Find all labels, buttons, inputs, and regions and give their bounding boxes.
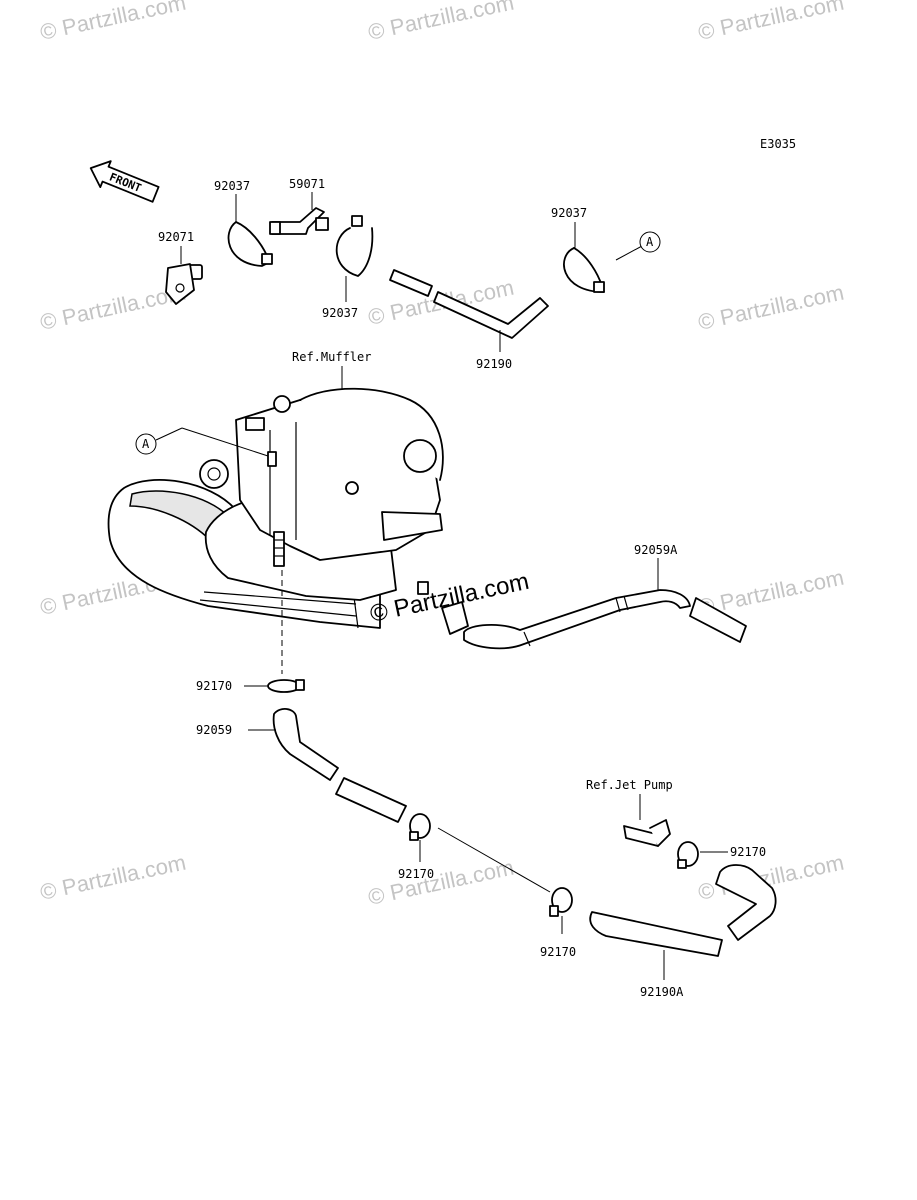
label-92170-mid: 92170 <box>398 867 434 881</box>
part-92037-clamp-mid[interactable] <box>335 215 374 302</box>
label-92190a: 92190A <box>640 985 684 999</box>
callout-a-muffler: A <box>135 427 269 457</box>
part-92037-clamp-right[interactable] <box>563 222 605 293</box>
watermark-text: © Partzilla.com <box>38 850 188 905</box>
label-92037-mid: 92037 <box>322 306 358 320</box>
part-59071-fitting[interactable] <box>269 192 329 235</box>
label-92037-left: 92037 <box>214 179 250 193</box>
callout-a-top: A <box>615 231 661 261</box>
watermark-text: © Partzilla.com <box>38 0 188 45</box>
label-92059a: 92059A <box>634 543 678 557</box>
part-92190a-hose[interactable] <box>589 864 777 980</box>
part-92190-hose[interactable] <box>389 269 549 352</box>
label-92071: 92071 <box>158 230 194 244</box>
watermark-text: © Partzilla.com <box>366 0 516 45</box>
watermark-text: © Partzilla.com <box>366 855 516 910</box>
label-ref-muffler: Ref.Muffler <box>292 350 371 364</box>
label-92170-top: 92170 <box>196 679 232 693</box>
label-ref-jet-pump: Ref.Jet Pump <box>586 778 673 792</box>
callout-a-muffler-letter: A <box>142 437 150 451</box>
label-92190: 92190 <box>476 357 512 371</box>
jet-pump-fitting <box>623 819 671 847</box>
muffler-assembly <box>107 387 444 629</box>
part-92071-plug[interactable] <box>165 246 203 305</box>
front-arrow: FRONT <box>89 160 160 203</box>
part-92170-clamp-low[interactable] <box>549 887 573 934</box>
diagram-code: E3035 <box>760 137 796 151</box>
label-92170-right: 92170 <box>730 845 766 859</box>
label-92170-low: 92170 <box>540 945 576 959</box>
part-92037-clamp-left[interactable] <box>227 194 273 267</box>
part-92059a-hose[interactable] <box>441 558 747 650</box>
callout-a-top-letter: A <box>646 235 654 249</box>
watermark-text: © Partzilla.com <box>696 0 846 45</box>
label-59071: 59071 <box>289 177 325 191</box>
part-92170-clamp-mid[interactable] <box>409 813 431 862</box>
part-92170-clamp-top[interactable] <box>244 679 305 693</box>
label-92037-right: 92037 <box>551 206 587 220</box>
part-92170-clamp-right[interactable] <box>677 841 728 869</box>
part-92059-hose[interactable] <box>248 708 407 823</box>
watermark-text: © Partzilla.com <box>696 280 846 335</box>
label-92059: 92059 <box>196 723 232 737</box>
